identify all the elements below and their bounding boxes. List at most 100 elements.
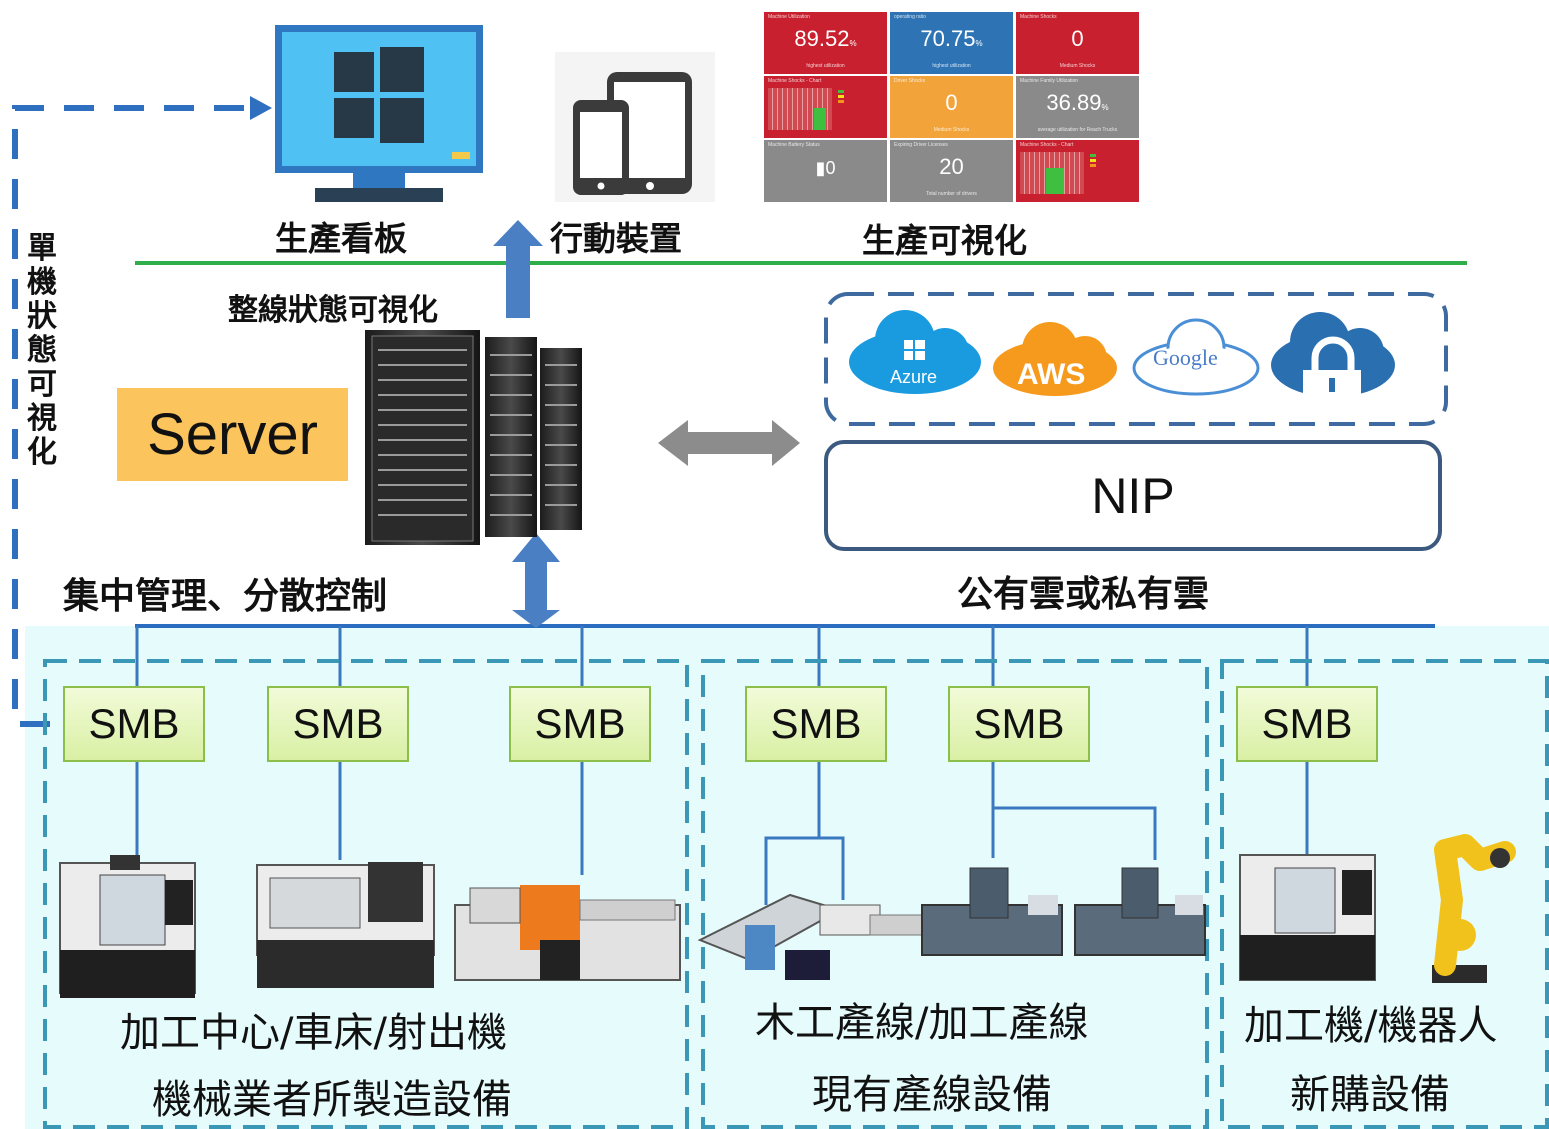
tile-subtitle: Total number of drivers xyxy=(926,191,977,197)
smb-box: SMB xyxy=(267,686,409,762)
tile-title: Machine Family Utilization xyxy=(1020,78,1079,84)
machine-lines xyxy=(135,762,1309,905)
tile-subtitle: Medium Shocks xyxy=(1059,63,1096,69)
azure-logo-text: Azure xyxy=(890,367,938,387)
dashboard-chart-tile: Machine Shocks - Chart xyxy=(764,76,887,138)
server-bus-arrow xyxy=(512,533,560,628)
up-arrow xyxy=(493,220,543,318)
tile-subtitle: Medium Shocks xyxy=(933,127,970,133)
smb-box: SMB xyxy=(509,686,651,762)
smb-box: SMB xyxy=(745,686,887,762)
vertical-char: 視 xyxy=(27,401,57,436)
group-box-3 xyxy=(1220,659,1549,1129)
mobile-devices-icon xyxy=(555,52,715,202)
dashboard-tile: Machine Battery Status ▮0 xyxy=(764,140,887,202)
production-visualization-label: 生產可視化 xyxy=(862,221,1027,260)
tile-title: Machine Shocks - Chart xyxy=(768,78,822,84)
dashboard-tile: Driver Shocks 0 Medium Shocks xyxy=(890,76,1013,138)
private-cloud-lock-icon xyxy=(1271,312,1395,400)
azure-cloud-icon xyxy=(849,310,981,394)
aws-logo-text: AWS xyxy=(1017,358,1086,391)
tile-subtitle: highest utilization xyxy=(806,63,845,69)
server-rack-icon xyxy=(365,330,582,545)
group-1-equipment-label: 加工中心/車床/射出機 xyxy=(120,1010,507,1056)
legend-swatch xyxy=(1090,159,1096,162)
group-box-2 xyxy=(701,659,1209,1129)
cloud-caption: 公有雲或私有雲 xyxy=(957,574,1210,615)
tile-value: 89.52% xyxy=(794,26,857,51)
dashboard-tile: Machine Family Utilization 36.89% averag… xyxy=(1016,76,1139,138)
nip-box xyxy=(824,440,1442,551)
tile-value: 0 xyxy=(945,90,958,115)
legend-swatch xyxy=(838,100,844,103)
production-dashboard: Machine Utilization 89.52% highest utili… xyxy=(762,10,1140,202)
line-status-label: 整線狀態可視化 xyxy=(228,293,438,328)
legend-swatch xyxy=(1090,164,1096,167)
tile-title: Expiring Driver Licenses xyxy=(894,142,948,148)
dashboard-chart-tile: Machine Shocks - Chart xyxy=(1016,140,1139,202)
smb-box: SMB xyxy=(1236,686,1378,762)
central-management-label: 集中管理、分散控制 xyxy=(63,576,388,617)
group-2-equipment-label: 木工產線/加工產線 xyxy=(755,1000,1089,1046)
tile-title: operating ratio xyxy=(894,14,926,20)
tile-value: 0 xyxy=(1071,26,1084,51)
smb-drop-lines xyxy=(135,626,1309,686)
woodworking-line-icon xyxy=(697,893,931,980)
group-boxes xyxy=(43,659,1549,1129)
dashboard-tile: Machine Utilization 89.52% highest utili… xyxy=(764,12,887,74)
tile-title: Machine Battery Status xyxy=(768,142,820,148)
dashboard-tile: operating ratio 70.75% highest utilizati… xyxy=(890,12,1013,74)
mini-bar-highlight xyxy=(814,108,826,130)
tile-title: Machine Utilization xyxy=(768,14,810,20)
injection-molding-icon xyxy=(454,885,681,981)
google-cloud-icon xyxy=(1132,318,1260,396)
tile-value: ▮0 xyxy=(815,158,836,178)
tile-value: 36.89% xyxy=(1046,90,1109,115)
machining-center-1-icon xyxy=(59,855,196,998)
single-machine-loop-line xyxy=(12,105,255,727)
grinding-machine-1-icon xyxy=(921,867,1063,956)
group-3-equipment-label: 加工機/機器人 xyxy=(1244,1003,1498,1049)
vertical-char: 機 xyxy=(27,265,57,300)
vertical-char: 化 xyxy=(27,435,57,470)
aws-cloud-icon xyxy=(993,322,1117,396)
tile-title: Machine Shocks - Chart xyxy=(1020,142,1074,148)
cloud-box xyxy=(824,292,1448,426)
tile-title: Machine Shocks xyxy=(1020,14,1057,20)
battery-icon: ▮ xyxy=(815,158,826,178)
google-logo-text: Google xyxy=(1153,345,1218,370)
vertical-char: 狀 xyxy=(27,299,57,334)
dashboard-tile: Expiring Driver Licenses 20 Total number… xyxy=(890,140,1013,202)
mini-bar-highlight xyxy=(1046,168,1064,194)
tile-value: 70.75% xyxy=(920,26,983,51)
vertical-char: 單 xyxy=(27,231,57,266)
loop-arrow-head xyxy=(250,96,272,120)
group-2-caption: 現有產線設備 xyxy=(812,1072,1052,1118)
group-3-caption: 新購設備 xyxy=(1290,1072,1450,1118)
dashboard-board-label: 生產看板 xyxy=(275,219,407,258)
lathe-icon xyxy=(256,862,435,988)
industrial-robot-icon xyxy=(1432,834,1516,983)
tile-subtitle: average utilization for Reach Trucks xyxy=(1037,127,1118,133)
grinding-machine-2-icon xyxy=(1074,867,1206,956)
machining-center-2-icon xyxy=(1239,854,1376,981)
legend-swatch xyxy=(838,95,844,98)
group-box-1 xyxy=(43,659,689,1129)
single-machine-status-label: 單 機 狀 態 可 視 化 xyxy=(27,232,63,470)
legend-swatch xyxy=(1090,154,1096,157)
server-cloud-arrow xyxy=(658,420,800,466)
monitor-icon xyxy=(275,25,483,202)
nip-label: NIP xyxy=(1091,467,1175,524)
smb-box: SMB xyxy=(948,686,1090,762)
dashboard-tile: Machine Shocks 0 Medium Shocks xyxy=(1016,12,1139,74)
tile-subtitle: highest utilization xyxy=(932,63,971,69)
tile-title: Driver Shocks xyxy=(894,78,926,84)
vertical-char: 可 xyxy=(27,367,57,402)
group-1-caption: 機械業者所製造設備 xyxy=(152,1077,512,1123)
legend-swatch xyxy=(838,90,844,93)
tile-value: 20 xyxy=(939,154,964,179)
vertical-char: 態 xyxy=(27,333,57,368)
mobile-device-label: 行動裝置 xyxy=(550,219,682,258)
server-label-box: Server xyxy=(117,388,348,481)
